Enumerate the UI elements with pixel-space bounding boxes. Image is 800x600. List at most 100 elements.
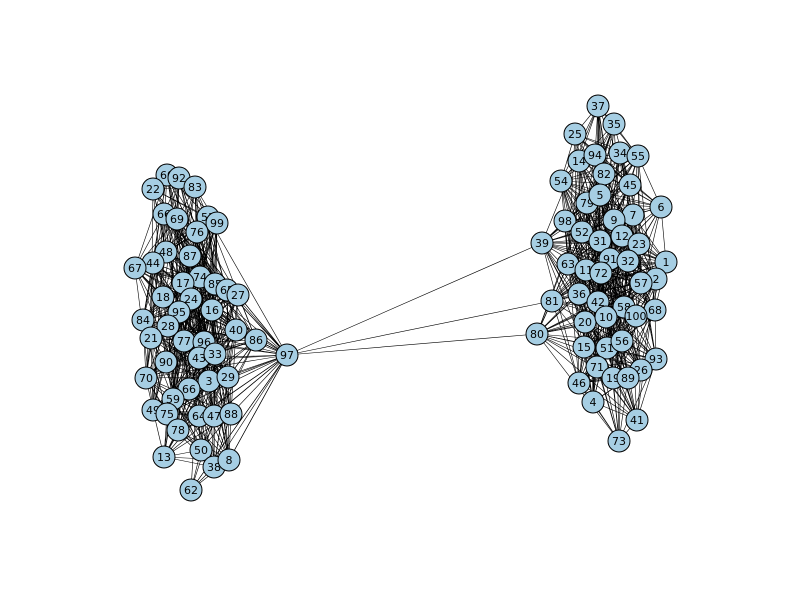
node-circle bbox=[624, 304, 648, 328]
node-label: 72 bbox=[594, 267, 608, 280]
node-label: 69 bbox=[170, 213, 184, 226]
node-label: 40 bbox=[229, 324, 243, 337]
node-label: 16 bbox=[205, 304, 219, 317]
node-circle bbox=[616, 249, 640, 273]
graph-node: 82 bbox=[592, 162, 616, 186]
node-circle bbox=[530, 231, 554, 255]
graph-node: 7 bbox=[621, 203, 645, 227]
node-label: 4 bbox=[590, 396, 597, 409]
node-label: 74 bbox=[193, 271, 207, 284]
node-label: 44 bbox=[146, 257, 160, 270]
graph-node: 97 bbox=[275, 343, 299, 367]
node-label: 46 bbox=[572, 377, 586, 390]
node-label: 41 bbox=[630, 414, 644, 427]
node-label: 28 bbox=[161, 320, 175, 333]
node-circle bbox=[649, 195, 673, 219]
graph-node: 100 bbox=[624, 304, 648, 328]
node-label: 82 bbox=[597, 168, 611, 181]
node-label: 10 bbox=[599, 311, 613, 324]
graph-edge bbox=[551, 300, 580, 384]
node-circle bbox=[156, 314, 180, 338]
node-label: 14 bbox=[572, 155, 586, 168]
node-label: 37 bbox=[591, 100, 605, 113]
graph-edge bbox=[228, 354, 288, 461]
node-label: 33 bbox=[208, 348, 222, 361]
node-circle bbox=[166, 418, 190, 442]
node-label: 93 bbox=[649, 353, 663, 366]
graph-edge bbox=[635, 206, 662, 317]
graph-edge bbox=[165, 354, 288, 363]
node-label: 34 bbox=[613, 147, 627, 160]
graph-edge bbox=[190, 376, 229, 491]
node-label: 81 bbox=[545, 295, 559, 308]
graph-node: 78 bbox=[166, 418, 190, 442]
graph-edge bbox=[596, 366, 620, 442]
node-circle bbox=[200, 298, 224, 322]
graph-node: 89 bbox=[616, 366, 640, 390]
graph-node: 69 bbox=[165, 207, 189, 231]
node-circle bbox=[141, 177, 165, 201]
graph-node: 39 bbox=[530, 231, 554, 255]
node-circle bbox=[275, 343, 299, 367]
node-label: 50 bbox=[194, 444, 208, 457]
node-label: 97 bbox=[280, 349, 294, 362]
node-circle bbox=[155, 402, 179, 426]
graph-node: 22 bbox=[141, 177, 165, 201]
node-label: 5 bbox=[597, 189, 604, 202]
node-circle bbox=[224, 318, 248, 342]
graph-edge bbox=[207, 216, 288, 356]
graph-node: 20 bbox=[573, 310, 597, 334]
node-circle bbox=[616, 366, 640, 390]
graph-edge bbox=[603, 173, 640, 245]
graph-node: 8 bbox=[217, 448, 241, 472]
node-circle bbox=[586, 94, 610, 118]
node-circle bbox=[549, 169, 573, 193]
node-circle bbox=[183, 175, 207, 199]
node-label: 83 bbox=[188, 181, 202, 194]
graph-edge bbox=[286, 333, 538, 356]
node-label: 86 bbox=[249, 334, 263, 347]
graph-node: 1 bbox=[654, 250, 678, 274]
node-circle bbox=[217, 448, 241, 472]
graph-node: 75 bbox=[155, 402, 179, 426]
node-circle bbox=[589, 261, 613, 285]
graph-edge bbox=[640, 278, 657, 371]
node-label: 19 bbox=[606, 372, 620, 385]
node-label: 57 bbox=[634, 277, 648, 290]
node-circle bbox=[134, 366, 158, 390]
node-label: 17 bbox=[176, 277, 190, 290]
graph-edge bbox=[230, 294, 239, 415]
node-circle bbox=[139, 326, 163, 350]
graph-edge bbox=[567, 155, 639, 265]
node-circle bbox=[205, 211, 229, 235]
node-label: 99 bbox=[210, 217, 224, 230]
graph-edge bbox=[612, 260, 629, 379]
node-label: 76 bbox=[190, 226, 204, 239]
graph-node: 46 bbox=[567, 371, 591, 395]
node-label: 68 bbox=[648, 304, 662, 317]
graph-node: 55 bbox=[626, 144, 650, 168]
node-circle bbox=[626, 144, 650, 168]
node-label: 90 bbox=[159, 356, 173, 369]
node-label: 64 bbox=[192, 410, 206, 423]
node-label: 42 bbox=[591, 296, 605, 309]
graph-edge bbox=[541, 242, 580, 384]
node-label: 52 bbox=[575, 226, 589, 239]
graph-node: 18 bbox=[151, 285, 175, 309]
graph-node: 13 bbox=[152, 445, 176, 469]
node-label: 91 bbox=[603, 253, 617, 266]
node-label: 100 bbox=[626, 310, 647, 323]
node-circle bbox=[151, 285, 175, 309]
graph-node: 28 bbox=[156, 314, 180, 338]
node-circle bbox=[627, 232, 651, 256]
node-label: 39 bbox=[535, 237, 549, 250]
graph-node: 81 bbox=[540, 289, 564, 313]
graph-edge bbox=[230, 354, 288, 415]
graph-node: 45 bbox=[618, 173, 642, 197]
graph-edge bbox=[541, 242, 611, 260]
node-label: 25 bbox=[568, 128, 582, 141]
graph-edge bbox=[286, 242, 543, 356]
node-circle bbox=[123, 256, 147, 280]
graph-node: 76 bbox=[185, 220, 209, 244]
